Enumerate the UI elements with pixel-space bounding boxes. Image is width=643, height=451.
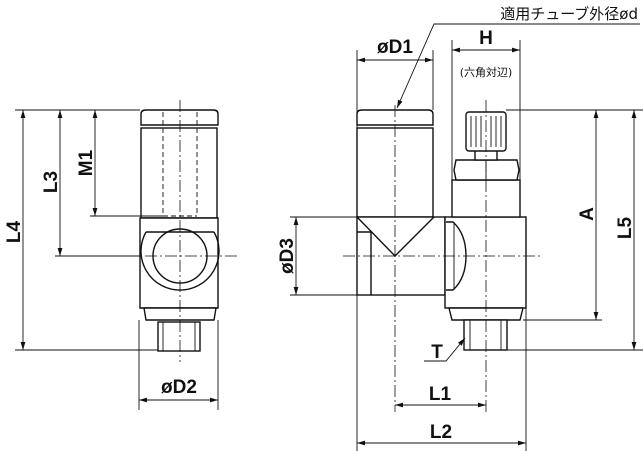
dim-L2: L2 <box>430 422 452 443</box>
dim-D3: øD3 <box>277 238 298 274</box>
release-button <box>140 109 219 126</box>
dim-L4: L4 <box>4 220 25 243</box>
body-right <box>444 216 527 309</box>
dim-A: A <box>577 207 598 221</box>
dim-M1: M1 <box>76 149 97 176</box>
lock-nut <box>453 159 520 181</box>
thread <box>463 319 508 351</box>
dim-L3: L3 <box>41 171 62 193</box>
dim-D1: øD1 <box>377 37 413 58</box>
dim-D2: øD2 <box>161 377 197 398</box>
front-view: 適用チューブ外径ød øD1 H (六角対辺) øD3 A L5 T L1 L2 <box>277 5 643 451</box>
dim-T: T <box>431 342 443 363</box>
dim-H: H <box>479 28 493 49</box>
tube-od-note: 適用チューブ外径ød <box>500 5 638 23</box>
dim-L1: L1 <box>429 384 452 405</box>
thread <box>157 321 201 352</box>
hex-across-flats-note: (六角対辺) <box>460 65 513 79</box>
side-view: L4 L3 M1 øD2 <box>4 100 237 410</box>
tube-socket <box>140 127 218 219</box>
dim-L5: L5 <box>615 216 636 239</box>
